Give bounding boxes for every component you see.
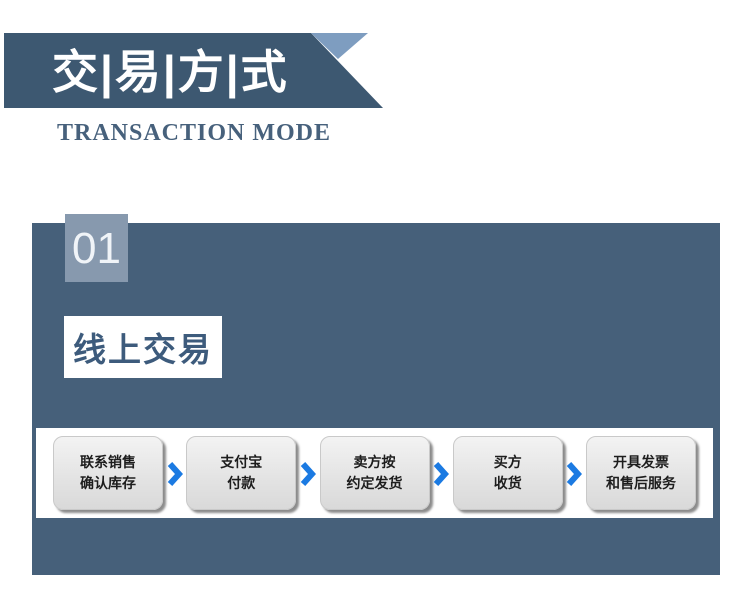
flow-step-line1: 联系销售 xyxy=(80,454,136,470)
flow-step: 卖方按 约定发货 xyxy=(319,436,430,510)
flow-step-line1: 开具发票 xyxy=(613,454,669,470)
page-title: 交|易|方|式 xyxy=(52,46,289,98)
flow-step-line2: 确认库存 xyxy=(80,475,136,491)
page-subtitle: TRANSACTION MODE xyxy=(57,120,332,146)
flow-step: 联系销售 确认库存 xyxy=(53,436,163,510)
chevron-right-icon xyxy=(433,461,450,487)
process-flow-strip: 联系销售 确认库存 支付宝 付款 卖方按 约定发货 买方 xyxy=(36,428,713,518)
section-panel: 01 线上交易 联系销售 确认库存 支付宝 付款 卖方按 约定发货 xyxy=(32,214,720,575)
flow-step: 开具发票 和售后服务 xyxy=(586,436,696,510)
flow-step: 买方 收货 xyxy=(452,436,563,510)
flow-step-line2: 约定发货 xyxy=(346,475,403,491)
flow-step-line2: 和售后服务 xyxy=(606,475,676,491)
flow-step-line1: 买方 xyxy=(493,454,522,470)
flow-step-line1: 卖方按 xyxy=(353,454,396,470)
flow-step-line2: 付款 xyxy=(227,475,256,491)
flow-step-line2: 收货 xyxy=(493,475,522,491)
section-title: 线上交易 xyxy=(73,331,213,368)
section-title-box: 线上交易 xyxy=(64,316,222,378)
chevron-right-icon xyxy=(567,461,583,487)
chevron-right-icon xyxy=(167,461,183,487)
header-ribbon-shape xyxy=(4,33,383,108)
flow-step: 支付宝 付款 xyxy=(186,436,297,510)
flow-step-line1: 支付宝 xyxy=(220,454,263,470)
chevron-right-icon xyxy=(300,461,316,487)
section-number-badge: 01 xyxy=(65,214,128,282)
header-ribbon: 交|易|方|式 xyxy=(4,33,383,108)
